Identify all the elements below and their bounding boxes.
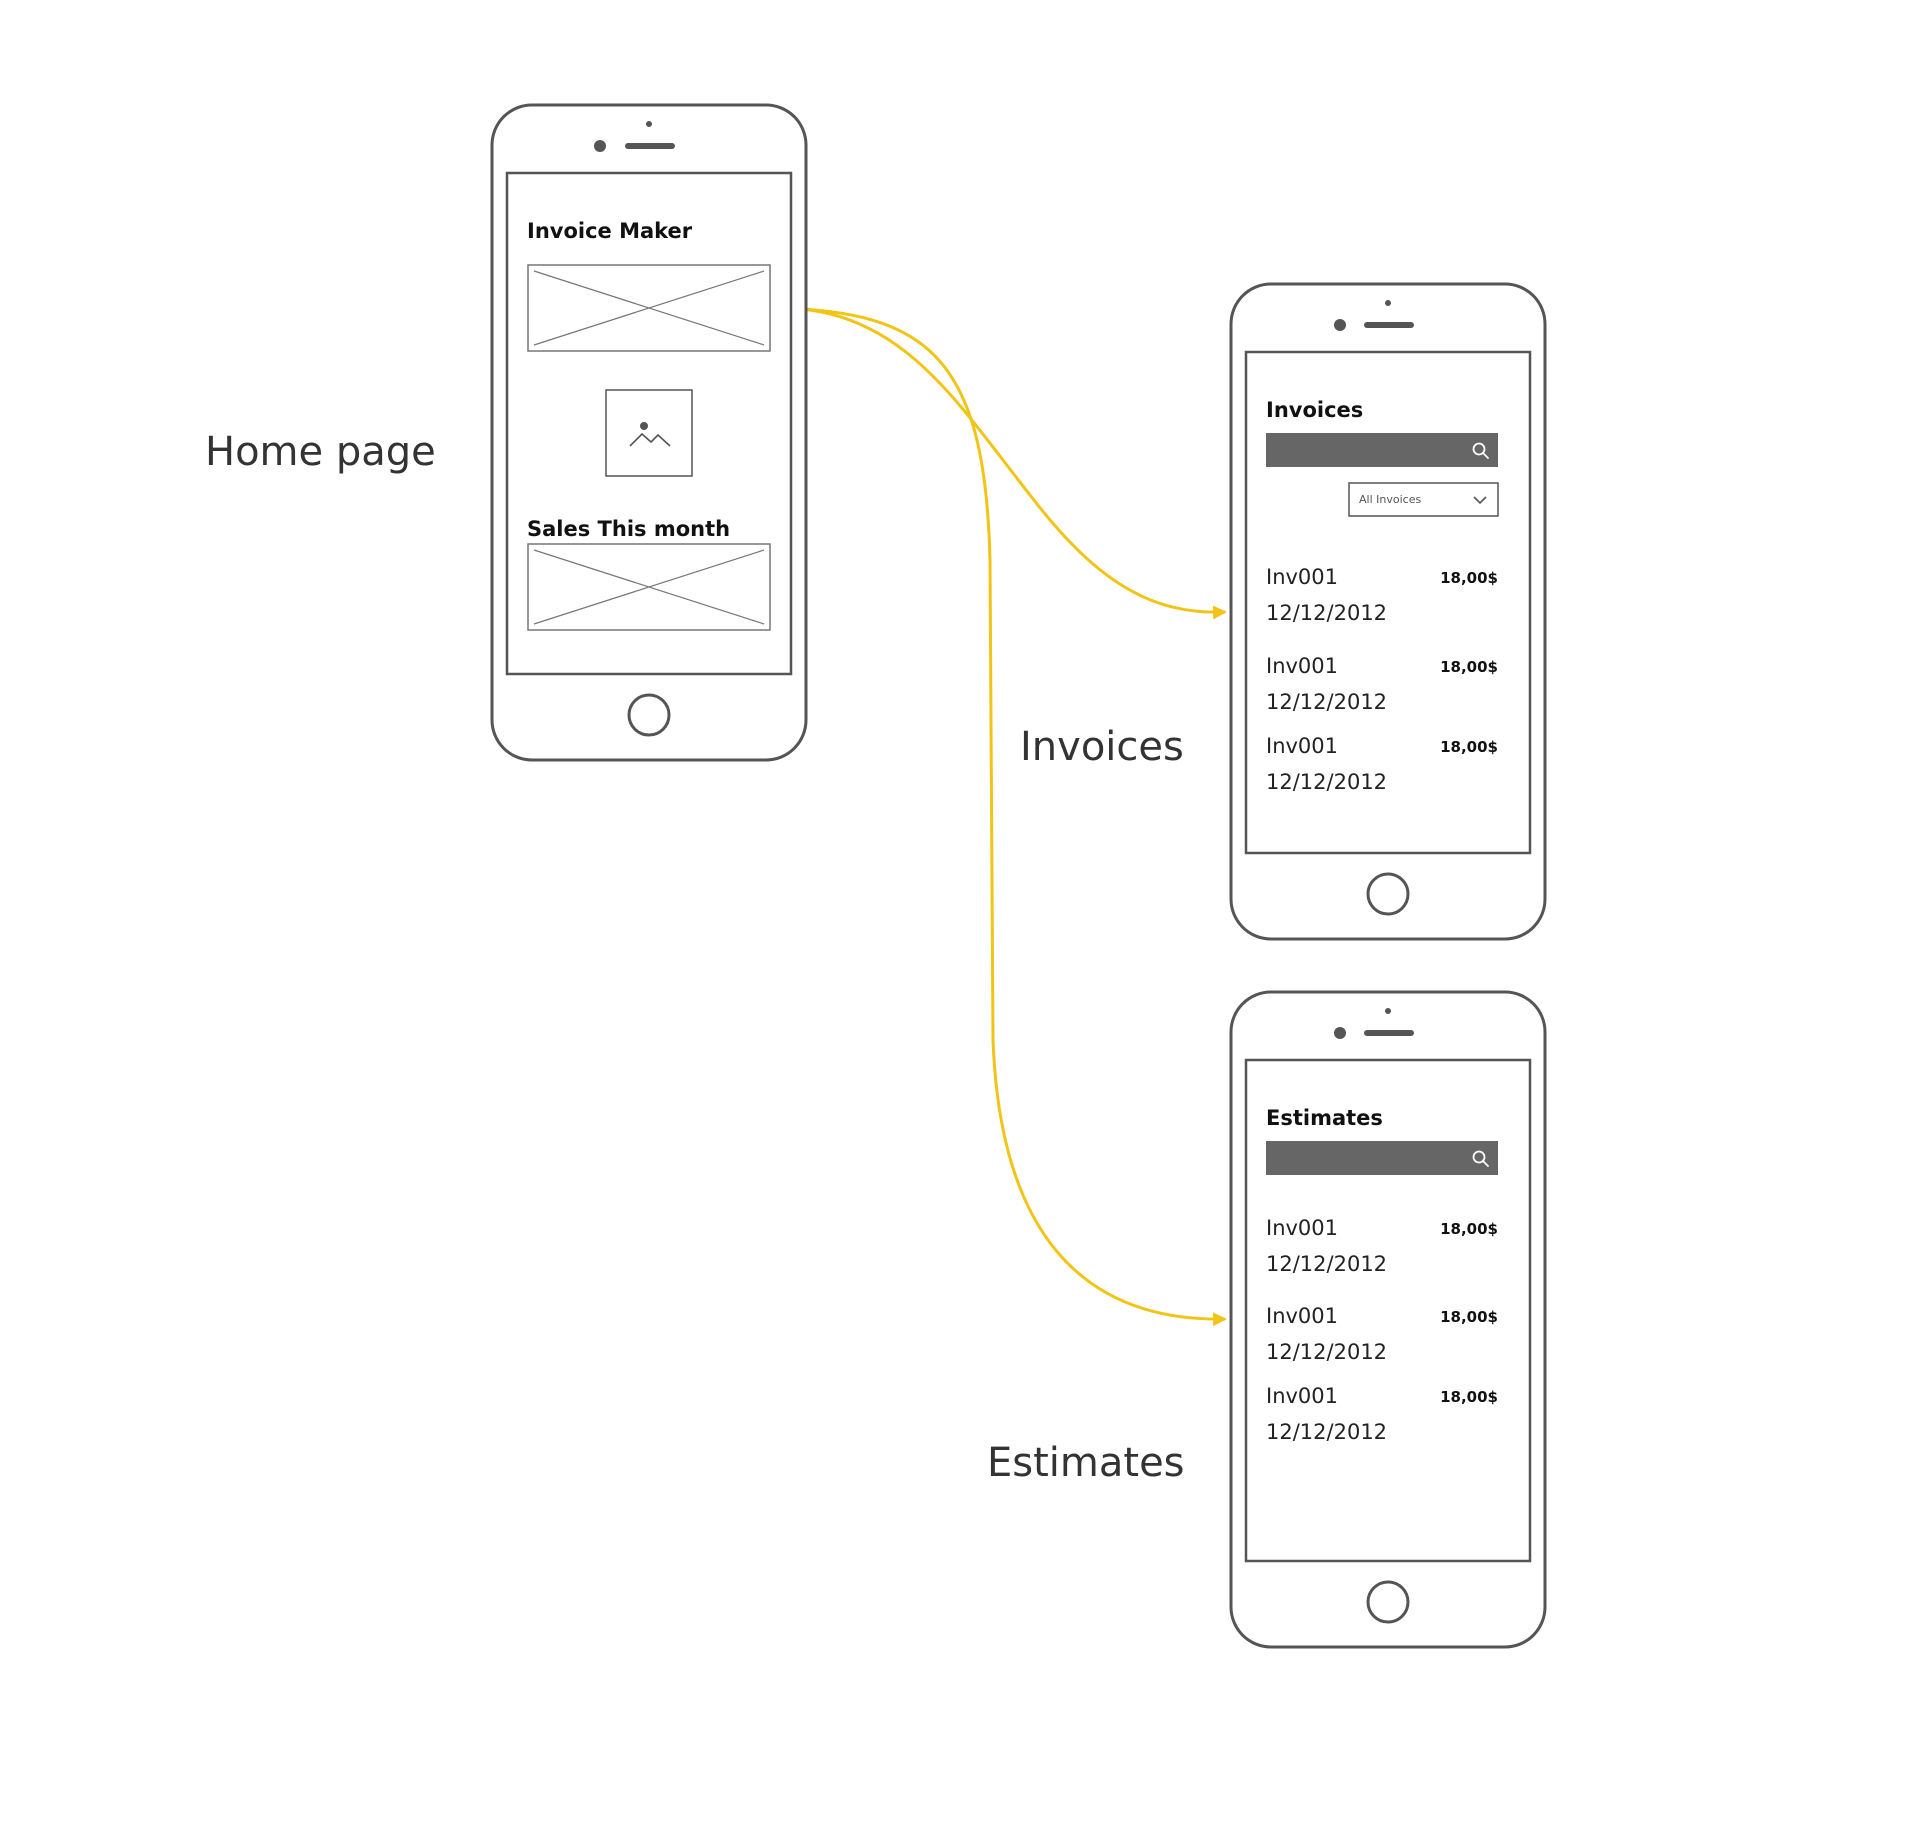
invoice-id: Inv001 [1266, 565, 1338, 589]
invoice-date: 12/12/2012 [1266, 601, 1387, 625]
home-phone-mockup: Invoice Maker Sales This month [490, 103, 808, 762]
invoices-phone-mockup: Invoices All Invoices Inv001 18,00$ 12/1… [1229, 282, 1547, 941]
invoices-screen-title: Invoices [1266, 398, 1363, 422]
list-item[interactable]: Inv001 18,00$ 12/12/2012 [1266, 1216, 1498, 1276]
invoice-date: 12/12/2012 [1266, 690, 1387, 714]
invoice-amount: 18,00$ [1440, 658, 1498, 676]
invoices-search-bar[interactable] [1266, 433, 1498, 467]
estimates-screen-title: Estimates [1266, 1106, 1383, 1130]
home-button[interactable] [1366, 872, 1410, 916]
home-button[interactable] [627, 693, 671, 737]
phone-camera-icon [1334, 319, 1346, 331]
estimate-date: 12/12/2012 [1266, 1340, 1387, 1364]
search-icon[interactable] [1472, 442, 1489, 459]
estimate-date: 12/12/2012 [1266, 1252, 1387, 1276]
sales-chart-placeholder [527, 543, 771, 631]
invoice-list: Inv001 18,00$ 12/12/2012 Inv001 18,00$ 1… [1266, 565, 1498, 794]
estimate-amount: 18,00$ [1440, 1308, 1498, 1326]
invoices-filter-dropdown[interactable]: All Invoices [1348, 482, 1499, 517]
list-item[interactable]: Inv001 18,00$ 12/12/2012 [1266, 565, 1498, 625]
list-item[interactable]: Inv001 18,00$ 12/12/2012 [1266, 654, 1498, 714]
estimate-amount: 18,00$ [1440, 1388, 1498, 1406]
home-button[interactable] [1366, 1580, 1410, 1624]
invoice-id: Inv001 [1266, 734, 1338, 758]
banner-image-placeholder [527, 264, 771, 352]
search-icon[interactable] [1472, 1150, 1489, 1167]
estimate-id: Inv001 [1266, 1384, 1338, 1408]
invoice-date: 12/12/2012 [1266, 770, 1387, 794]
phone-sensor-dot [1385, 300, 1391, 306]
estimates-search-bar[interactable] [1266, 1141, 1498, 1175]
estimate-id: Inv001 [1266, 1304, 1338, 1328]
filter-selected-value: All Invoices [1359, 493, 1421, 506]
list-item[interactable]: Inv001 18,00$ 12/12/2012 [1266, 1384, 1498, 1444]
estimates-label: Estimates [987, 1440, 1185, 1486]
sales-heading: Sales This month [527, 517, 730, 541]
invoice-amount: 18,00$ [1440, 738, 1498, 756]
phone-camera-icon [594, 140, 606, 152]
home-screen-title: Invoice Maker [527, 219, 693, 243]
connector-home-to-invoices [772, 306, 1227, 620]
estimate-id: Inv001 [1266, 1216, 1338, 1240]
estimates-phone-mockup: Estimates Inv001 18,00$ 12/12/2012 Inv00… [1229, 990, 1547, 1649]
chevron-down-icon [1473, 496, 1487, 505]
invoice-amount: 18,00$ [1440, 569, 1498, 587]
invoice-id: Inv001 [1266, 654, 1338, 678]
list-item[interactable]: Inv001 18,00$ 12/12/2012 [1266, 1304, 1498, 1364]
phone-sensor-dot [646, 121, 652, 127]
estimate-amount: 18,00$ [1440, 1220, 1498, 1238]
list-item[interactable]: Inv001 18,00$ 12/12/2012 [1266, 734, 1498, 794]
estimate-date: 12/12/2012 [1266, 1420, 1387, 1444]
phone-camera-icon [1334, 1027, 1346, 1039]
phone-sensor-dot [1385, 1008, 1391, 1014]
estimate-list: Inv001 18,00$ 12/12/2012 Inv001 18,00$ 1… [1266, 1216, 1498, 1444]
image-icon [605, 389, 693, 477]
connector-home-to-estimates [772, 306, 1227, 1327]
invoices-label: Invoices [1020, 724, 1184, 770]
home-page-label: Home page [205, 429, 436, 475]
